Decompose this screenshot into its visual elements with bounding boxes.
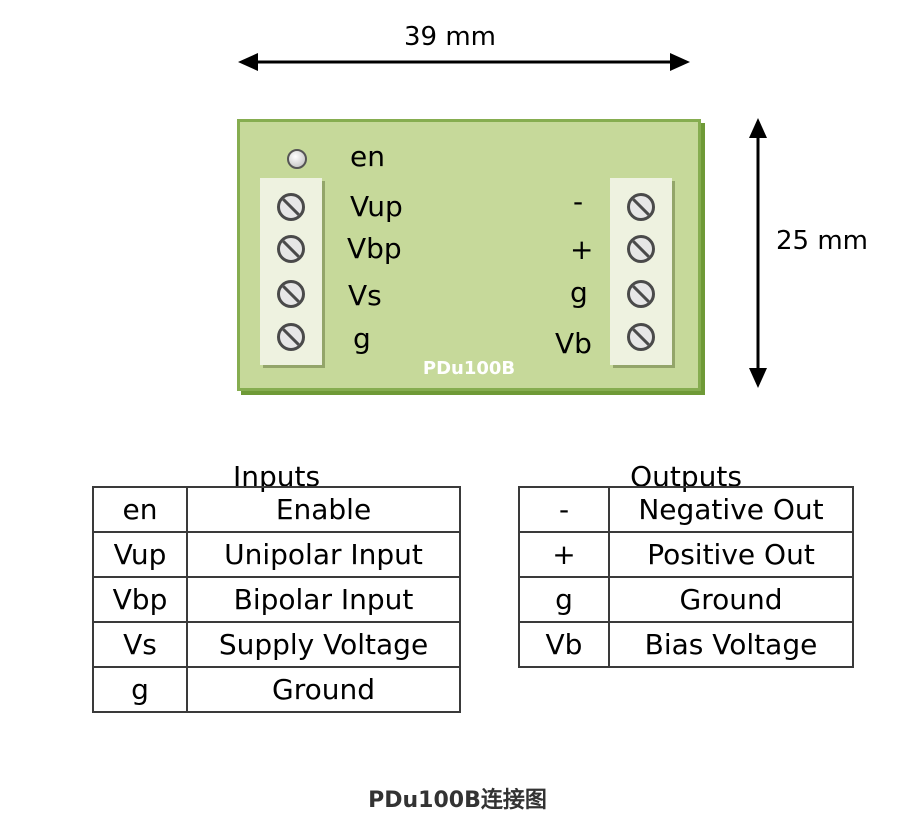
outputs-table: - Negative Out + Positive Out g Ground V… xyxy=(518,486,854,668)
pin-label-g-input: g xyxy=(353,322,371,355)
description-cell: Ground xyxy=(608,576,854,623)
description-cell: Unipolar Input xyxy=(186,531,461,578)
inputs-table: en Enable Vup Unipolar Input Vbp Bipolar… xyxy=(92,486,461,713)
description-cell: Supply Voltage xyxy=(186,621,461,668)
description-cell: Negative Out xyxy=(608,486,854,533)
enable-pin-led-icon xyxy=(287,149,307,169)
pin-cell: g xyxy=(518,576,610,623)
description-cell: Enable xyxy=(186,486,461,533)
pin-cell: + xyxy=(518,531,610,578)
table-row: Vs Supply Voltage xyxy=(92,621,461,668)
table-row: - Negative Out xyxy=(518,486,854,533)
screw-terminal-icon xyxy=(627,235,655,263)
height-dimension-label: 25 mm xyxy=(776,226,869,256)
table-row: g Ground xyxy=(518,576,854,623)
height-dimension-arrow xyxy=(749,118,767,388)
pin-label-vs: Vs xyxy=(348,279,382,312)
table-row: Vup Unipolar Input xyxy=(92,531,461,578)
pin-label-vbp: Vbp xyxy=(347,232,402,265)
output-terminal-block xyxy=(610,178,672,365)
pin-label-minus: - xyxy=(573,185,584,218)
pin-cell: Vup xyxy=(92,531,188,578)
pin-cell: Vs xyxy=(92,621,188,668)
screw-terminal-icon xyxy=(627,280,655,308)
pin-cell: Vbp xyxy=(92,576,188,623)
screw-terminal-icon xyxy=(277,193,305,221)
screw-terminal-icon xyxy=(277,323,305,351)
pin-cell: - xyxy=(518,486,610,533)
table-row: Vbp Bipolar Input xyxy=(92,576,461,623)
board-model-label: PDu100B xyxy=(422,358,516,379)
pin-label-g-output: g xyxy=(570,276,588,309)
screw-terminal-icon xyxy=(627,323,655,351)
description-cell: Ground xyxy=(186,666,461,713)
screw-terminal-icon xyxy=(277,280,305,308)
table-row: g Ground xyxy=(92,666,461,713)
figure-caption: PDu100B连接图 xyxy=(368,788,547,813)
pcb-board: en Vup Vbp Vs g - + g Vb PDu100B xyxy=(237,119,701,391)
table-row: en Enable xyxy=(92,486,461,533)
width-dimension-label: 39 mm xyxy=(404,22,497,52)
table-row: Vb Bias Voltage xyxy=(518,621,854,668)
pin-cell: Vb xyxy=(518,621,610,668)
pin-label-plus: + xyxy=(570,233,594,266)
description-cell: Bipolar Input xyxy=(186,576,461,623)
pin-label-en: en xyxy=(350,140,385,173)
pin-cell: g xyxy=(92,666,188,713)
table-row: + Positive Out xyxy=(518,531,854,578)
pin-cell: en xyxy=(92,486,188,533)
pin-label-vup: Vup xyxy=(350,190,403,223)
screw-terminal-icon xyxy=(627,193,655,221)
input-terminal-block xyxy=(260,178,322,365)
description-cell: Bias Voltage xyxy=(608,621,854,668)
description-cell: Positive Out xyxy=(608,531,854,578)
screw-terminal-icon xyxy=(277,235,305,263)
pin-label-vb: Vb xyxy=(555,327,592,360)
width-dimension-arrow xyxy=(238,53,690,71)
